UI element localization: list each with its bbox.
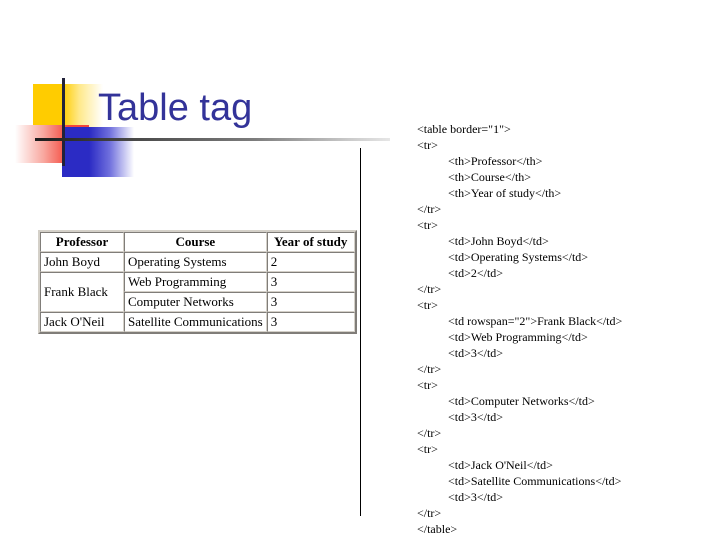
code-line: <th>Professor</th> (448, 154, 543, 168)
table-cell-year: 3 (266, 272, 355, 292)
code-line: <td>John Boyd</td> (448, 234, 549, 248)
rendered-table-container: Professor Course Year of study John Boyd… (38, 230, 357, 334)
code-line: <tr> (417, 442, 438, 456)
table-cell-year: 3 (266, 312, 355, 332)
table-cell-professor: John Boyd (40, 252, 124, 272)
code-line: <tr> (417, 138, 438, 152)
table-header-row: Professor Course Year of study (40, 232, 355, 252)
column-divider (360, 148, 361, 516)
table-header-year-of-study: Year of study (266, 232, 355, 252)
code-line: <td>Web Programming</td> (448, 330, 588, 344)
table-header-course: Course (124, 232, 267, 252)
table-row: John Boyd Operating Systems 2 (40, 252, 355, 272)
code-line: <td>Satellite Communications</td> (448, 474, 622, 488)
code-line: <td>3</td> (448, 490, 504, 504)
code-line: <table border="1"> (417, 122, 511, 136)
page-title: Table tag (98, 87, 253, 129)
table-cell-course: Web Programming (124, 272, 267, 292)
code-line: <td>Computer Networks</td> (448, 394, 595, 408)
table-head: Professor Course Year of study (40, 232, 355, 252)
code-line: <td>2</td> (448, 266, 504, 280)
code-line: </tr> (417, 282, 442, 296)
table-row: Computer Networks 3 (40, 292, 355, 312)
table-row: Jack O'Neil Satellite Communications 3 (40, 312, 355, 332)
code-line: <td rowspan="2">Frank Black</td> (448, 314, 623, 328)
code-line: <th>Year of study</th> (448, 186, 562, 200)
code-line: <td>Operating Systems</td> (448, 250, 589, 264)
demo-table: Professor Course Year of study John Boyd… (38, 230, 357, 334)
table-cell-professor: Jack O'Neil (40, 312, 124, 332)
table-cell-year: 3 (266, 292, 355, 312)
code-line: <td>3</td> (448, 410, 504, 424)
code-line: </tr> (417, 202, 442, 216)
code-line: </table> (417, 522, 458, 536)
code-line: <tr> (417, 298, 438, 312)
code-line: </tr> (417, 506, 442, 520)
code-line: </tr> (417, 362, 442, 376)
code-listing: <table border="1"> <tr> <th>Professor</th>… (417, 121, 702, 537)
code-line: <td>3</td> (448, 346, 504, 360)
title-underline-rule (35, 138, 390, 141)
decoration-square-yellow (33, 84, 103, 130)
table-cell-year: 2 (266, 252, 355, 272)
code-line: <tr> (417, 378, 438, 392)
decoration-vertical-bar (62, 78, 65, 166)
table-cell-professor-rowspan: Frank Black (40, 272, 124, 312)
code-line: <tr> (417, 218, 438, 232)
table-cell-course: Computer Networks (124, 292, 267, 312)
table-header-professor: Professor (40, 232, 124, 252)
title-decoration (0, 0, 360, 180)
table-body: John Boyd Operating Systems 2 Frank Blac… (40, 252, 355, 332)
code-line: <th>Course</th> (448, 170, 532, 184)
code-line: </tr> (417, 426, 442, 440)
decoration-square-blue (62, 127, 134, 177)
table-cell-course: Operating Systems (124, 252, 267, 272)
table-row: Frank Black Web Programming 3 (40, 272, 355, 312)
code-line: <td>Jack O'Neil</td> (448, 458, 553, 472)
table-cell-course: Satellite Communications (124, 312, 267, 332)
